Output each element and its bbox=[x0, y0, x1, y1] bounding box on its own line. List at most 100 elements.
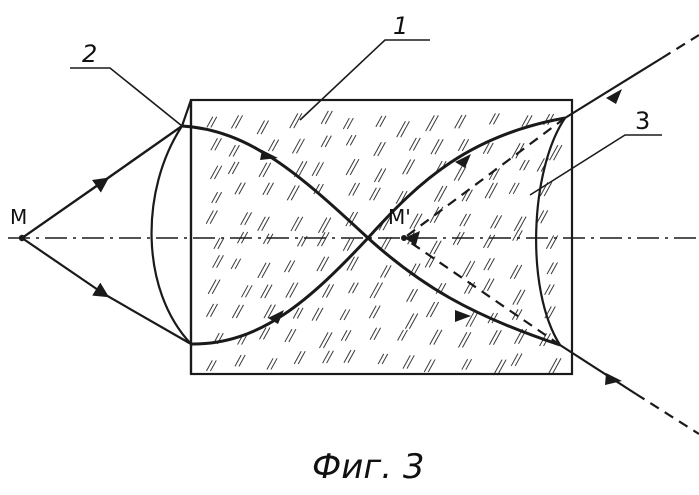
hatch-stroke bbox=[258, 217, 266, 231]
hatch-stroke bbox=[374, 328, 381, 340]
hatch-stroke bbox=[212, 280, 220, 294]
hatch-stroke bbox=[211, 138, 218, 150]
hatch-stroke bbox=[488, 235, 495, 248]
hatch-stroke bbox=[514, 265, 522, 279]
hatch-stroke bbox=[289, 329, 296, 342]
hatch-stroke bbox=[458, 166, 466, 180]
hatch-stroke bbox=[380, 265, 387, 277]
hatch-stroke bbox=[434, 330, 442, 345]
hatch-stroke bbox=[405, 314, 413, 329]
hatch-stroke bbox=[348, 350, 355, 363]
hatch-stroke bbox=[483, 279, 490, 291]
hatch-stroke bbox=[426, 302, 434, 317]
hatch-stroke bbox=[541, 210, 548, 223]
hatch-stroke bbox=[493, 330, 501, 344]
hatch-stroke bbox=[370, 283, 379, 299]
hatch-stroke bbox=[206, 211, 213, 224]
hatch-stroke bbox=[213, 255, 220, 267]
hatch-stroke bbox=[263, 327, 270, 339]
hatch-stroke bbox=[401, 121, 410, 137]
hatch-stroke bbox=[464, 214, 471, 226]
hatch-stroke bbox=[321, 111, 328, 124]
hatch-stroke bbox=[513, 290, 521, 305]
hatch-stroke bbox=[554, 145, 562, 160]
hatch-stroke bbox=[317, 257, 325, 271]
hatch-stroke bbox=[353, 183, 360, 195]
hatch-stroke bbox=[514, 217, 522, 231]
hatch-stroke bbox=[321, 232, 329, 246]
hatch-stroke bbox=[424, 359, 431, 372]
hatch-stroke bbox=[349, 183, 356, 195]
hatch-stroke bbox=[512, 143, 520, 158]
hatch-stroke bbox=[430, 330, 438, 345]
hatch-stroke bbox=[426, 115, 435, 131]
hatch-stroke bbox=[231, 115, 238, 128]
hatch-stroke bbox=[413, 138, 420, 151]
hatch-stroke bbox=[351, 257, 359, 271]
hatch-stroke bbox=[206, 304, 213, 317]
hatch-stroke bbox=[322, 284, 329, 297]
leader-1 bbox=[300, 40, 430, 120]
hatch-stroke bbox=[462, 332, 470, 347]
hatch-stroke bbox=[374, 188, 381, 200]
hatch-stroke bbox=[459, 115, 466, 128]
hatch-stroke bbox=[515, 354, 522, 366]
label-m-prime: M' bbox=[388, 205, 411, 229]
hatch-stroke bbox=[491, 215, 498, 228]
hatch-stroke bbox=[241, 212, 248, 225]
hatch-stroke bbox=[265, 285, 272, 298]
hatch-stroke bbox=[487, 279, 494, 291]
hatch-stroke bbox=[210, 166, 217, 179]
hatch-stroke bbox=[435, 139, 443, 154]
hatch-stroke bbox=[292, 139, 300, 154]
hatch-stroke bbox=[484, 235, 491, 248]
hatch-stroke bbox=[403, 355, 410, 368]
hatch-stroke bbox=[241, 285, 248, 297]
hatch-stroke bbox=[488, 258, 495, 270]
hatch-stroke bbox=[350, 159, 359, 175]
hatch-stroke bbox=[257, 121, 264, 135]
hatch-stroke bbox=[344, 350, 351, 363]
hatch-stroke bbox=[466, 261, 475, 277]
hatch-stroke bbox=[217, 255, 224, 267]
hatch-stroke bbox=[235, 115, 242, 128]
hatch-stroke bbox=[208, 280, 216, 294]
hatch-stroke bbox=[298, 351, 305, 364]
hatch-stroke bbox=[434, 186, 443, 202]
hatch-stroke bbox=[264, 305, 271, 319]
hatch-stroke bbox=[430, 302, 438, 317]
hatch-stroke bbox=[210, 211, 217, 224]
hatch-stroke bbox=[428, 359, 435, 372]
hatch-stroke bbox=[409, 314, 417, 329]
hatch-stroke bbox=[232, 162, 239, 174]
hatch-stroke bbox=[373, 306, 380, 319]
hatch-stroke bbox=[553, 358, 561, 373]
hatch-stroke bbox=[498, 360, 507, 376]
ray-out-upper-dashed bbox=[662, 35, 699, 58]
hatch-stroke bbox=[298, 161, 307, 177]
hatch-stroke bbox=[370, 188, 377, 200]
hatch-stroke bbox=[430, 115, 439, 131]
hatch-stroke bbox=[369, 306, 376, 319]
hatch-stroke bbox=[262, 263, 270, 278]
hatch-stroke bbox=[407, 289, 414, 302]
hatch-stroke bbox=[470, 312, 478, 327]
hatch-stroke bbox=[319, 332, 328, 348]
ray-in-lower bbox=[22, 238, 191, 344]
hatch-stroke bbox=[517, 290, 525, 305]
hatch-stroke bbox=[378, 168, 385, 182]
arrow-inner-4 bbox=[455, 310, 471, 322]
hatch-stroke bbox=[245, 285, 252, 297]
hatch-stroke bbox=[294, 351, 301, 364]
hatch-stroke bbox=[374, 168, 381, 182]
hatch-stroke bbox=[407, 355, 414, 368]
hatch-stroke bbox=[414, 214, 422, 229]
label-2: 2 bbox=[82, 40, 97, 68]
hatch-stroke bbox=[466, 312, 474, 327]
hatch-stroke bbox=[291, 217, 299, 231]
hatch-stroke bbox=[385, 237, 392, 249]
hatch-stroke bbox=[431, 139, 439, 154]
hatch-stroke bbox=[214, 166, 221, 179]
hatch-stroke bbox=[489, 330, 497, 344]
